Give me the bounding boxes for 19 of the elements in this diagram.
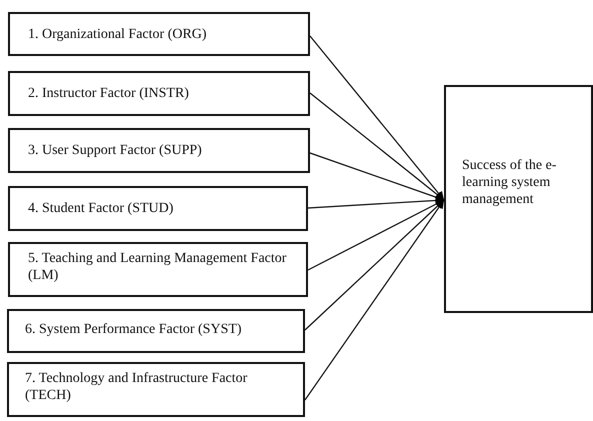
- arrow: [304, 200, 444, 400]
- outcome-label: Success of the e-learning system management: [462, 157, 558, 208]
- outcome-box: [444, 85, 593, 313]
- factor-box: [7, 362, 305, 417]
- factor-box: [8, 186, 308, 231]
- factor-label: 2. Instructor Factor (INSTR): [28, 85, 190, 102]
- factor-box: [8, 128, 310, 173]
- factor-box: [8, 242, 308, 297]
- arrow: [308, 196, 444, 209]
- factor-box: [8, 12, 310, 56]
- arrow: [310, 36, 444, 200]
- factor-label: 7. Technology and Infrastructure Factor (TECH): [25, 370, 248, 404]
- factor-label: 4. Student Factor (STUD): [28, 200, 174, 217]
- factor-box: [8, 71, 310, 116]
- factor-label: 3. User Support Factor (SUPP): [28, 142, 203, 159]
- factor-box: [7, 309, 305, 353]
- factor-label: 6. System Performance Factor (SYST): [25, 321, 243, 338]
- factor-label: 1. Organizational Factor (ORG): [28, 26, 208, 43]
- factor-label: 5. Teaching and Learning Management Factor (LM): [28, 250, 288, 284]
